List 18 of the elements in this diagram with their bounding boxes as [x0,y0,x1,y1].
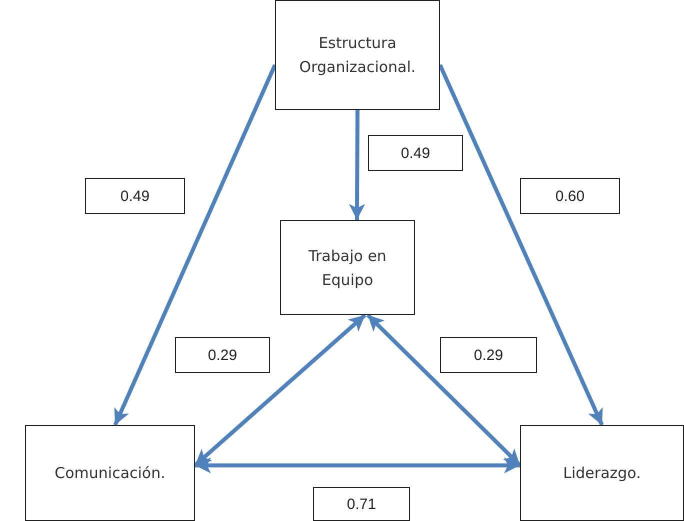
coefficient-label: 0.49 [368,135,463,171]
box-text: Liderazgo. [563,463,641,484]
concept-box [280,220,415,315]
concept-box [25,425,195,521]
box-text: Comunicación. [54,463,166,484]
box-text: Estructura Organizacional. [298,33,417,78]
box-text: Trabajo en Equipo [308,246,388,290]
coefficient-label: 0.60 [520,178,620,214]
coefficient-label: 0.49 [85,178,185,214]
arrow [438,64,604,426]
arrow [113,64,277,426]
concept-box [520,425,684,521]
arrow [195,457,520,474]
coefficient-label: 0.71 [313,487,410,521]
concept-box [275,0,440,110]
coefficient-label: 0.29 [175,337,270,373]
arrow [349,110,366,220]
coefficient-label: 0.29 [440,337,537,373]
